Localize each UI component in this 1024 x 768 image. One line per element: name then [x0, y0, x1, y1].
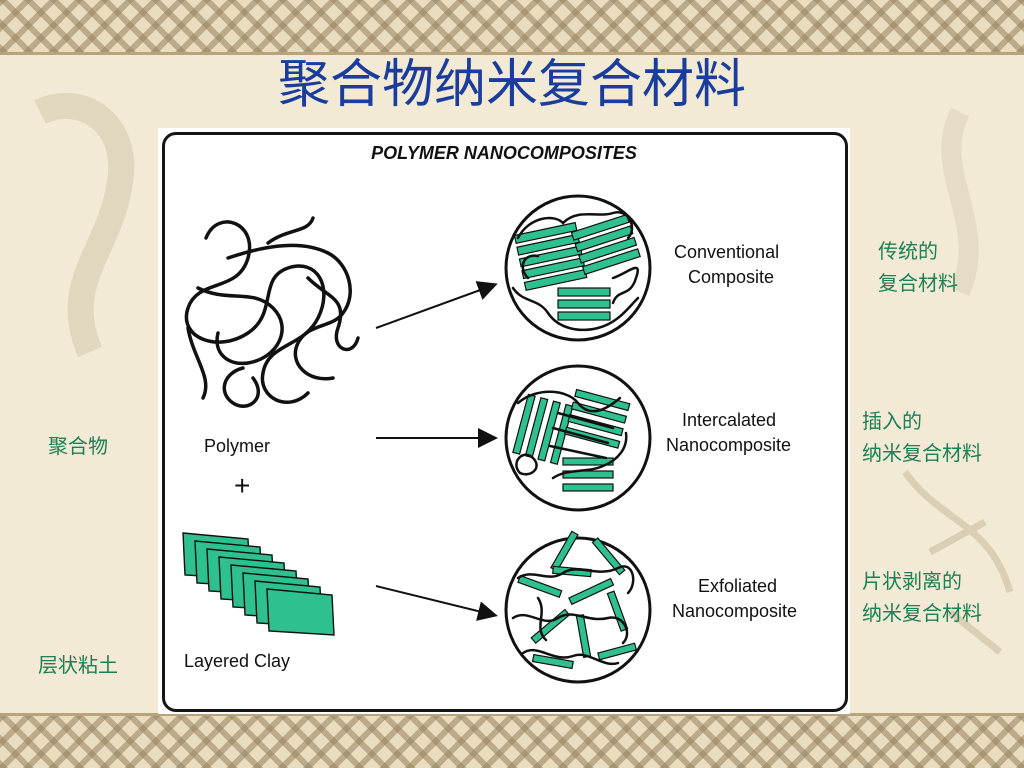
exfoliated-label-line1: Exfoliated	[698, 576, 778, 596]
layered-clay-label: Layered Clay	[184, 651, 291, 671]
exfoliated-cn-line2: 纳米复合材料	[862, 601, 982, 625]
figure-drawing	[182, 194, 652, 684]
intercalated-label-line2: Nanocomposite	[666, 435, 792, 455]
conventional-cn-line1: 传统的	[878, 239, 938, 263]
polymer-cn-label: 聚合物	[48, 434, 108, 458]
top-decorative-border	[0, 0, 1024, 52]
polymer-label: Polymer	[204, 436, 271, 456]
conventional-composite-icon	[504, 194, 652, 342]
intercalated-nanocomposite-icon	[504, 364, 652, 512]
plus-sign: +	[234, 470, 251, 501]
conventional-cn-line2: 复合材料	[878, 271, 958, 295]
top-border-line	[0, 52, 1024, 55]
exfoliated-cn-line1: 片状剥离的	[862, 569, 962, 593]
conventional-label-line1: Conventional	[674, 242, 780, 262]
bottom-decorative-border	[0, 716, 1024, 768]
clay-cn-label: 层状粘土	[38, 653, 118, 677]
exfoliated-nanocomposite-icon	[504, 530, 652, 684]
figure-title: POLYMER NANOCOMPOSITES	[371, 143, 637, 163]
intercalated-label-line1: Intercalated	[682, 410, 777, 430]
intercalated-cn-line2: 纳米复合材料	[862, 441, 982, 465]
bottom-border-line	[0, 713, 1024, 716]
intercalated-cn-line1: 插入的	[862, 409, 922, 433]
nanocomposite-figure: POLYMER NANOCOMPOSITES	[158, 128, 850, 714]
exfoliated-label-line2: Nanocomposite	[672, 601, 798, 621]
layered-clay-icon	[182, 532, 335, 636]
arrow-to-exfoliated	[375, 585, 498, 621]
polymer-coil-icon	[184, 216, 360, 408]
conventional-label-line2: Composite	[688, 267, 775, 287]
background-ink-decoration	[34, 92, 1014, 655]
slide-title: 聚合物纳米复合材料	[277, 55, 746, 115]
arrow-to-conventional	[375, 281, 498, 329]
